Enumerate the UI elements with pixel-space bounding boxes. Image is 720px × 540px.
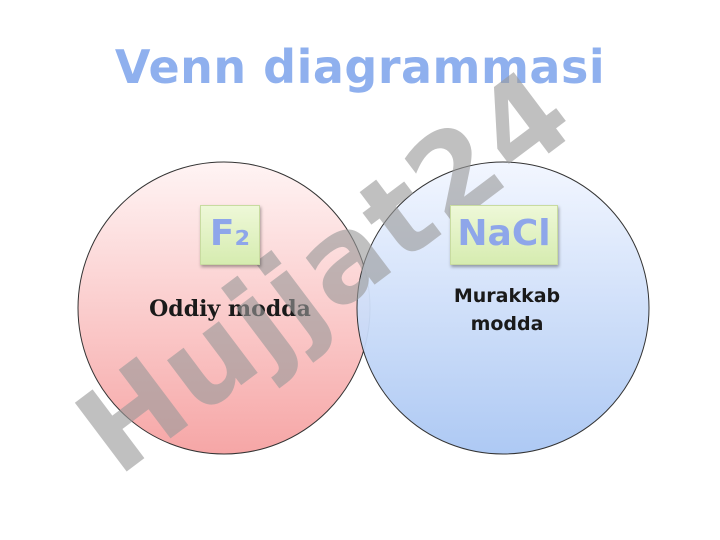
page-title: Venn diagrammasi [114, 40, 606, 94]
left-set-caption: Oddiy modda [149, 296, 311, 322]
right-set-caption: Murakkab modda [412, 282, 602, 338]
right-caption-line1: Murakkab [453, 285, 561, 307]
right-caption-line2: modda [470, 313, 544, 335]
set-circle-right [356, 161, 650, 455]
left-symbol-box: F₂ [200, 205, 260, 265]
right-symbol-box: NaCl [450, 205, 558, 265]
